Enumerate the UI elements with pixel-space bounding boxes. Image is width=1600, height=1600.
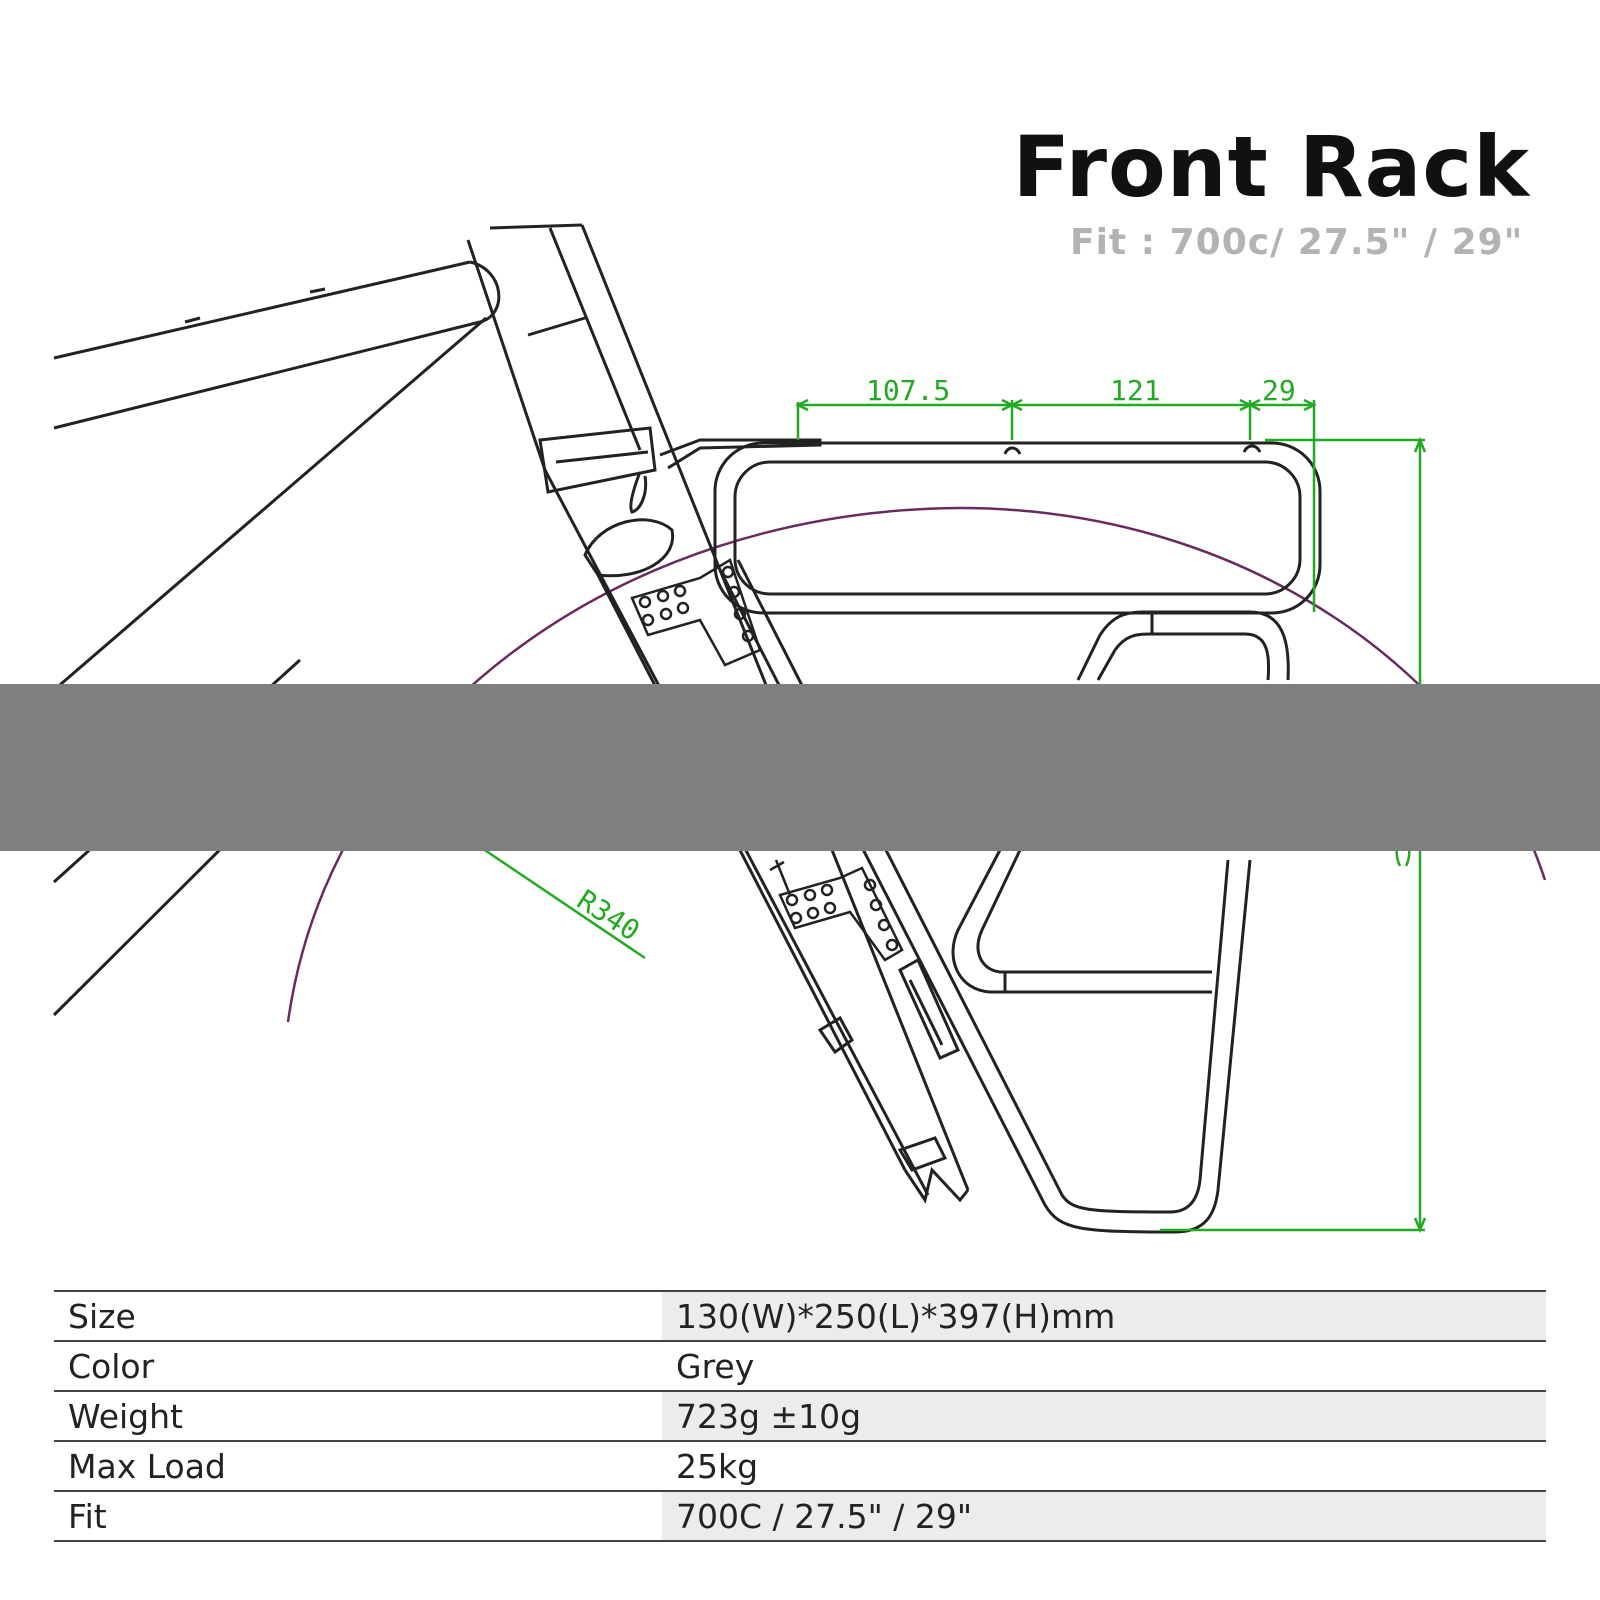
page-title: Front Rack — [1012, 118, 1530, 216]
dimension-label-top-right: 29 — [1262, 374, 1296, 407]
table-row: Max Load 25kg — [54, 1441, 1546, 1491]
dimension-lines — [454, 398, 1427, 1234]
upper-mount-plate — [630, 558, 762, 667]
fit-subtitle: Fit : 700c/ 27.5" / 29" — [1070, 222, 1524, 263]
spec-value: Grey — [676, 1346, 755, 1386]
dimension-label-top-middle: 121 — [1110, 374, 1161, 407]
dimension-label-radius: R340 — [571, 883, 646, 947]
table-row: Color Grey — [54, 1341, 1546, 1391]
rack-platform — [659, 438, 1322, 615]
top-tube — [53, 260, 501, 430]
spec-value: 130(W)*250(L)*397(H)mm — [662, 1291, 1546, 1341]
spec-value: 700C / 27.5" / 29" — [662, 1491, 1546, 1541]
head-tube — [466, 223, 675, 578]
spec-label: Fit — [68, 1496, 107, 1536]
spec-label: Color — [68, 1346, 155, 1386]
spec-label: Size — [68, 1296, 136, 1336]
table-row: Fit 700C / 27.5" / 29" — [54, 1491, 1546, 1541]
specs-table: Size 130(W)*250(L)*397(H)mm Color Grey W… — [54, 1290, 1546, 1542]
spec-label: Weight — [68, 1396, 183, 1436]
table-row: Size 130(W)*250(L)*397(H)mm — [54, 1291, 1546, 1341]
rack-side-frame — [713, 559, 1290, 1234]
down-tube — [52, 316, 487, 1017]
redaction-bar — [0, 684, 1600, 851]
spec-label: Max Load — [68, 1446, 226, 1486]
dimension-label-top-left: 107.5 — [866, 374, 950, 407]
spec-value: 723g ±10g — [662, 1391, 1546, 1441]
lower-mount-plate — [769, 859, 904, 962]
spec-value: 25kg — [676, 1446, 759, 1486]
table-row: Weight 723g ±10g — [54, 1391, 1546, 1441]
technical-drawing: 107.5 121 29 R340 — [0, 223, 1600, 1234]
